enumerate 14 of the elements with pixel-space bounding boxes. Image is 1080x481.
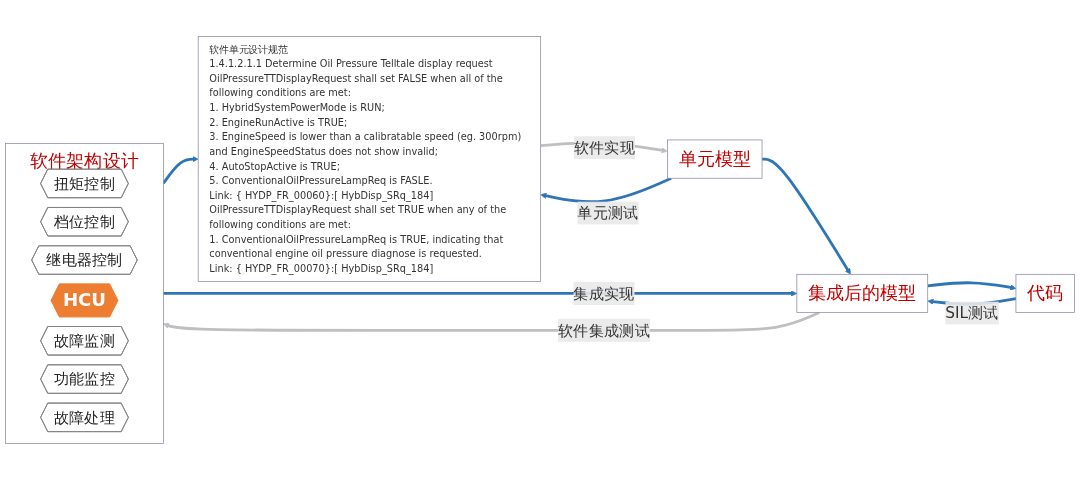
node-box: 集成后的模型: [796, 274, 929, 314]
node-box: 单元模型: [667, 140, 763, 180]
edge-label: 软件实现: [573, 139, 635, 157]
arrow: [162, 156, 199, 185]
edge-label: SIL测试: [945, 304, 999, 323]
arrow: [540, 177, 672, 204]
node-box: 代码: [1015, 274, 1075, 314]
arrow: [163, 290, 798, 297]
edge-label: 单元测试: [577, 204, 639, 223]
edge-label: 集成实现: [573, 285, 635, 303]
arrow: [762, 158, 851, 276]
edge-label: 软件集成测试: [558, 322, 650, 340]
arrow: [927, 281, 1017, 291]
node-box: 软件单元设计规范 1.4.1.2.1.1 Determine Oil Pressure Telltale display request OilPressureTTDisplayRequest shall set FALSE when all of the following conditions are met: 1. HybridSystemPowerMode is RUN; 2. EngineRunActive is TRUE; 3. EngineSpeed is lower than a calibratable speed (eg. 300rpm) and EngineSpeedStatus does not show invalid; 4. AutoStopActive is TRUE; 5. ConventionalOilPressureLampReq is FASLE. Link: { HYDP_FR_00060}:[ HybDisp_SRq_184] OilPressureTTDisplayRequest shall set TRUE when any of the following conditions are met: 1. ConventionalOilPressureLampReq is TRUE, indicating that conventional engine oil pressure diagnose is requested. Link: { HYDP_FR_00070}:[ HybDisp_SRq_184]: [197, 36, 542, 283]
